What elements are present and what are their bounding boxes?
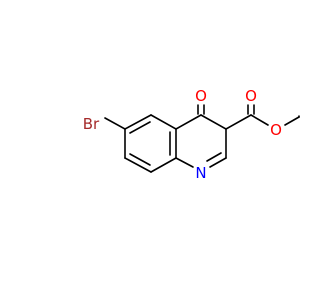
molecule-structure: Br O O O N (83, 87, 300, 182)
bond (209, 157, 227, 168)
atom-bromine: Br (83, 115, 100, 133)
bond (124, 157, 152, 173)
bond (175, 114, 202, 130)
bond (150, 114, 177, 130)
atom-oxygen-ester: O (270, 121, 282, 139)
bond (129, 153, 151, 166)
atom-oxygen-ketone: O (195, 87, 207, 105)
bond (284, 116, 300, 126)
bond (250, 114, 269, 126)
bond (129, 121, 151, 134)
bond (225, 114, 252, 130)
bond (124, 114, 152, 130)
atom-oxygen-carbonyl: O (245, 87, 257, 105)
bond (150, 157, 177, 173)
bond (175, 157, 194, 168)
bond (104, 117, 126, 130)
bond (200, 114, 227, 130)
bond (206, 152, 222, 162)
atom-nitrogen: N (195, 164, 206, 182)
